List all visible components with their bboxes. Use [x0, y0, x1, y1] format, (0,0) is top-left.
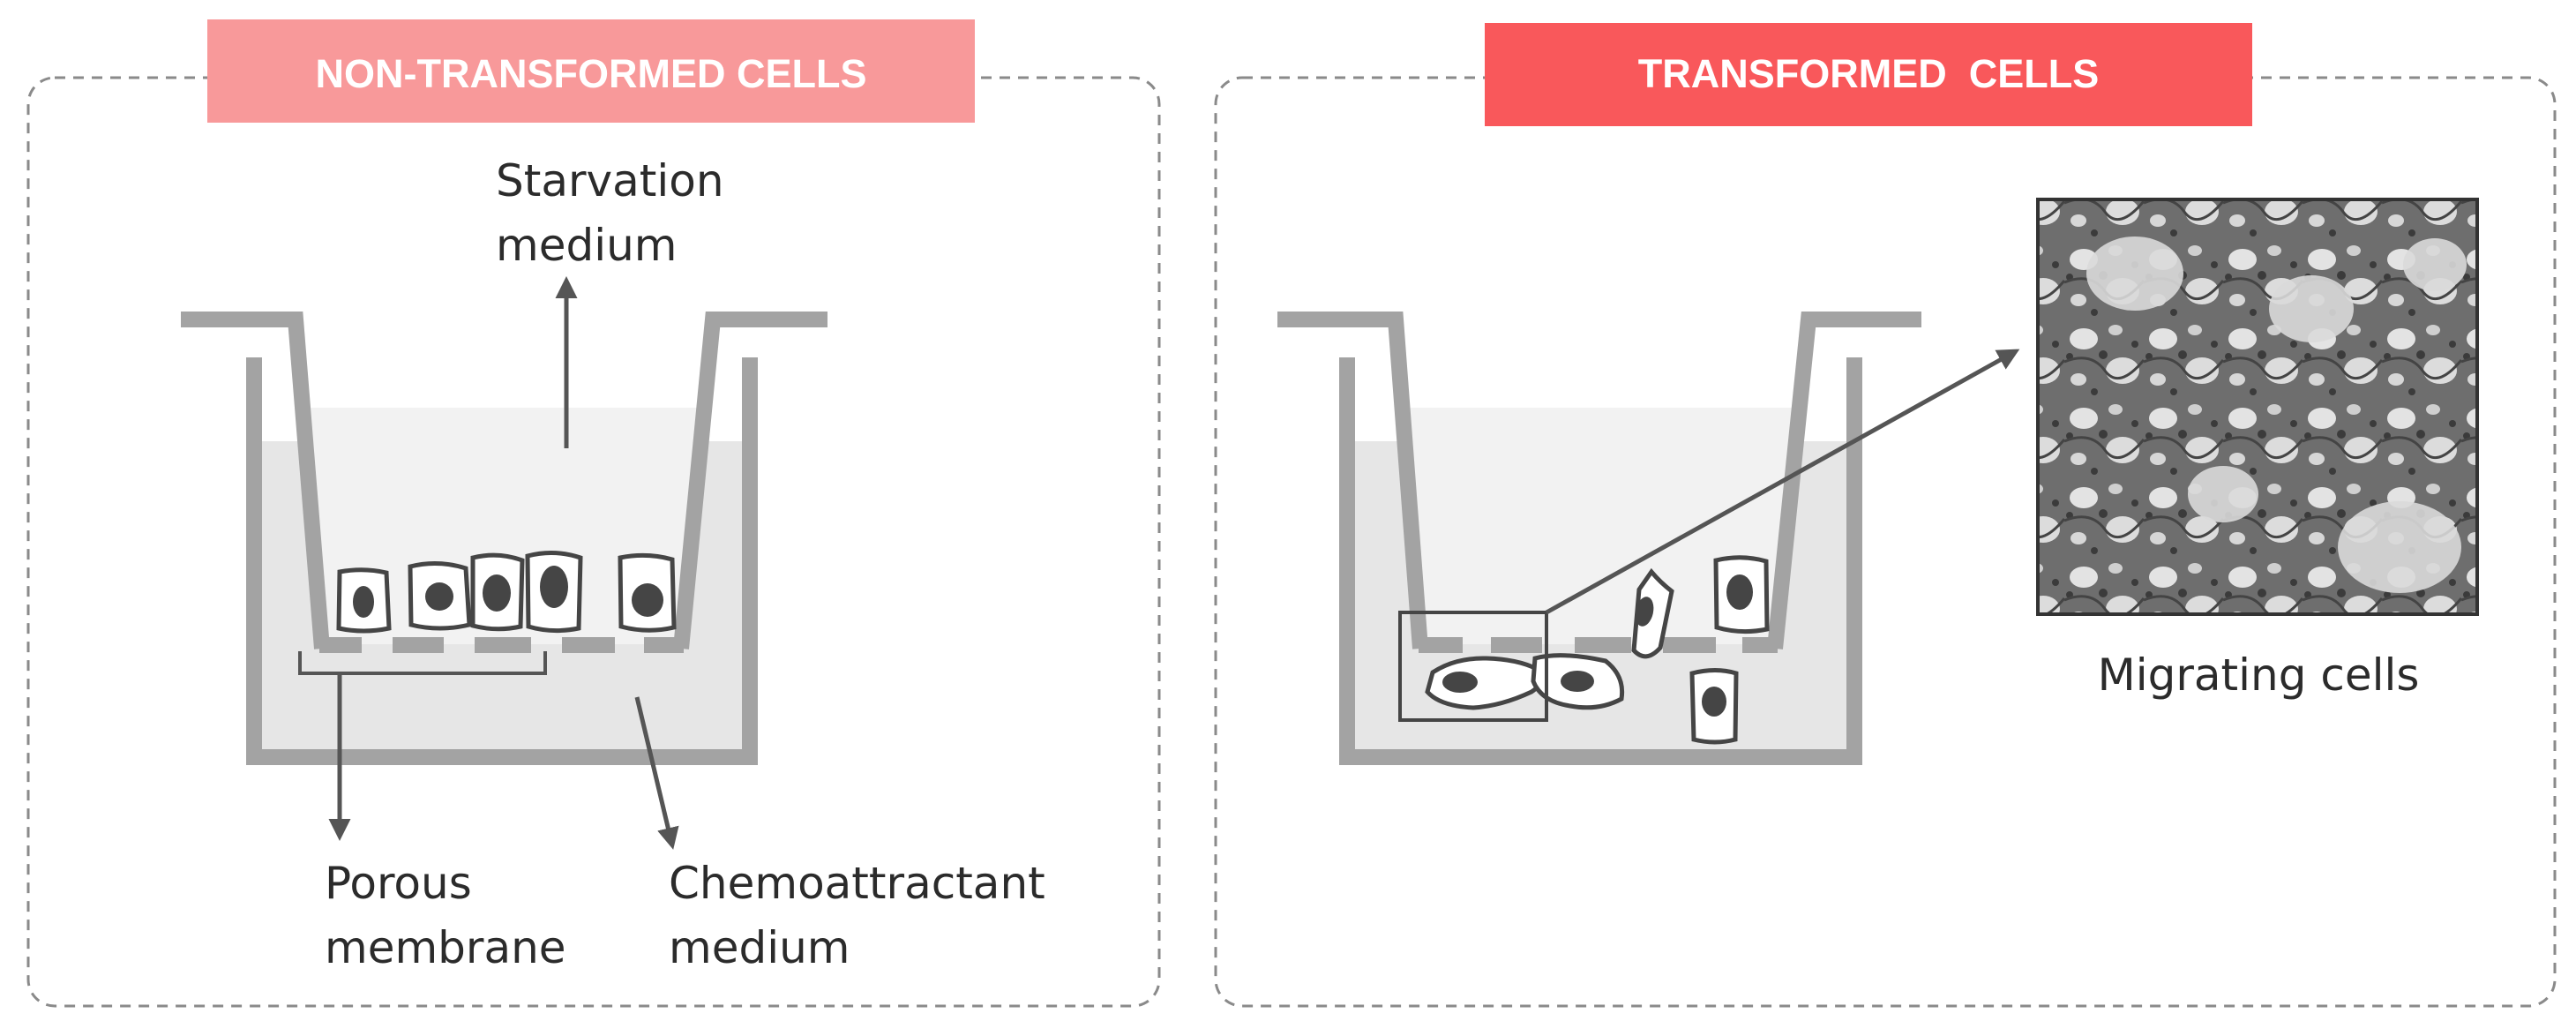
cell	[525, 551, 583, 634]
clear-patch	[2269, 275, 2354, 342]
porous-membrane-left	[319, 637, 684, 653]
panel-non-transformed: NON-TRANSFORMED CELLS	[26, 19, 1161, 1008]
cell	[470, 552, 525, 632]
membrane-segment	[562, 637, 615, 653]
chemoattractant-medium-label: Chemoattractant medium	[669, 858, 1060, 973]
micrograph-frame	[2036, 198, 2479, 616]
migrating-cells-label: Migrating cells	[2098, 649, 2420, 701]
cell	[618, 552, 677, 633]
cells-left	[336, 551, 677, 634]
membrane-segment	[1575, 637, 1631, 653]
well-walls	[246, 357, 758, 765]
cell	[408, 560, 472, 631]
right-title-text: TRANSFORMED CELLS	[1638, 51, 2100, 96]
membrane-segment	[393, 637, 444, 653]
well-walls	[1339, 357, 1862, 765]
porous-membrane-right	[1419, 637, 1778, 653]
micrograph-image	[2036, 198, 2479, 616]
membrane-segment	[475, 637, 531, 653]
clear-patch	[2188, 466, 2258, 522]
clear-patch	[2403, 238, 2467, 291]
insert-medium	[311, 408, 701, 644]
insert-rim-left	[1277, 312, 1428, 649]
cell-migrated	[1531, 653, 1625, 710]
membrane-segment	[1742, 637, 1778, 653]
right-title-bar	[1485, 23, 2252, 126]
cell	[336, 567, 392, 634]
membrane-segment	[1419, 637, 1463, 653]
porous-membrane-label: Porous membrane	[325, 858, 566, 973]
clear-patch	[2338, 501, 2461, 593]
cell-on-membrane	[1713, 555, 1770, 634]
insert-rim-right	[1767, 312, 1921, 649]
zoom-box	[1398, 611, 1548, 722]
right-panel-title: TRANSFORMED CELLS	[1485, 23, 2252, 126]
left-title-text: NON-TRANSFORMED CELLS	[316, 51, 867, 96]
right-panel-border	[1214, 76, 2557, 1008]
insert-rim-left	[181, 312, 330, 649]
membrane-bracket	[298, 651, 547, 675]
left-title-bar	[207, 19, 975, 123]
insert-rim-right	[673, 312, 827, 649]
membrane-segment	[1663, 637, 1716, 653]
membrane-segment	[1491, 637, 1542, 653]
zoom-arrow	[1545, 349, 2020, 615]
insert-medium	[1404, 408, 1800, 644]
cells-right	[1425, 555, 1770, 745]
clear-patch	[2086, 236, 2183, 311]
starvation-medium-label: Starvation medium	[496, 155, 738, 271]
chemo-arrow	[634, 696, 679, 850]
panel-transformed: TRANSFORMED CELLS	[1214, 23, 2557, 1008]
left-panel-title: NON-TRANSFORMED CELLS	[207, 19, 975, 123]
insert-left	[181, 312, 827, 649]
cell-bottom	[1689, 668, 1739, 745]
insert-right	[1277, 312, 1921, 649]
cell-squeezing	[1631, 567, 1674, 659]
membrane-segment	[644, 637, 684, 653]
cell-migrated	[1425, 656, 1543, 710]
membrane-segment	[319, 637, 362, 653]
